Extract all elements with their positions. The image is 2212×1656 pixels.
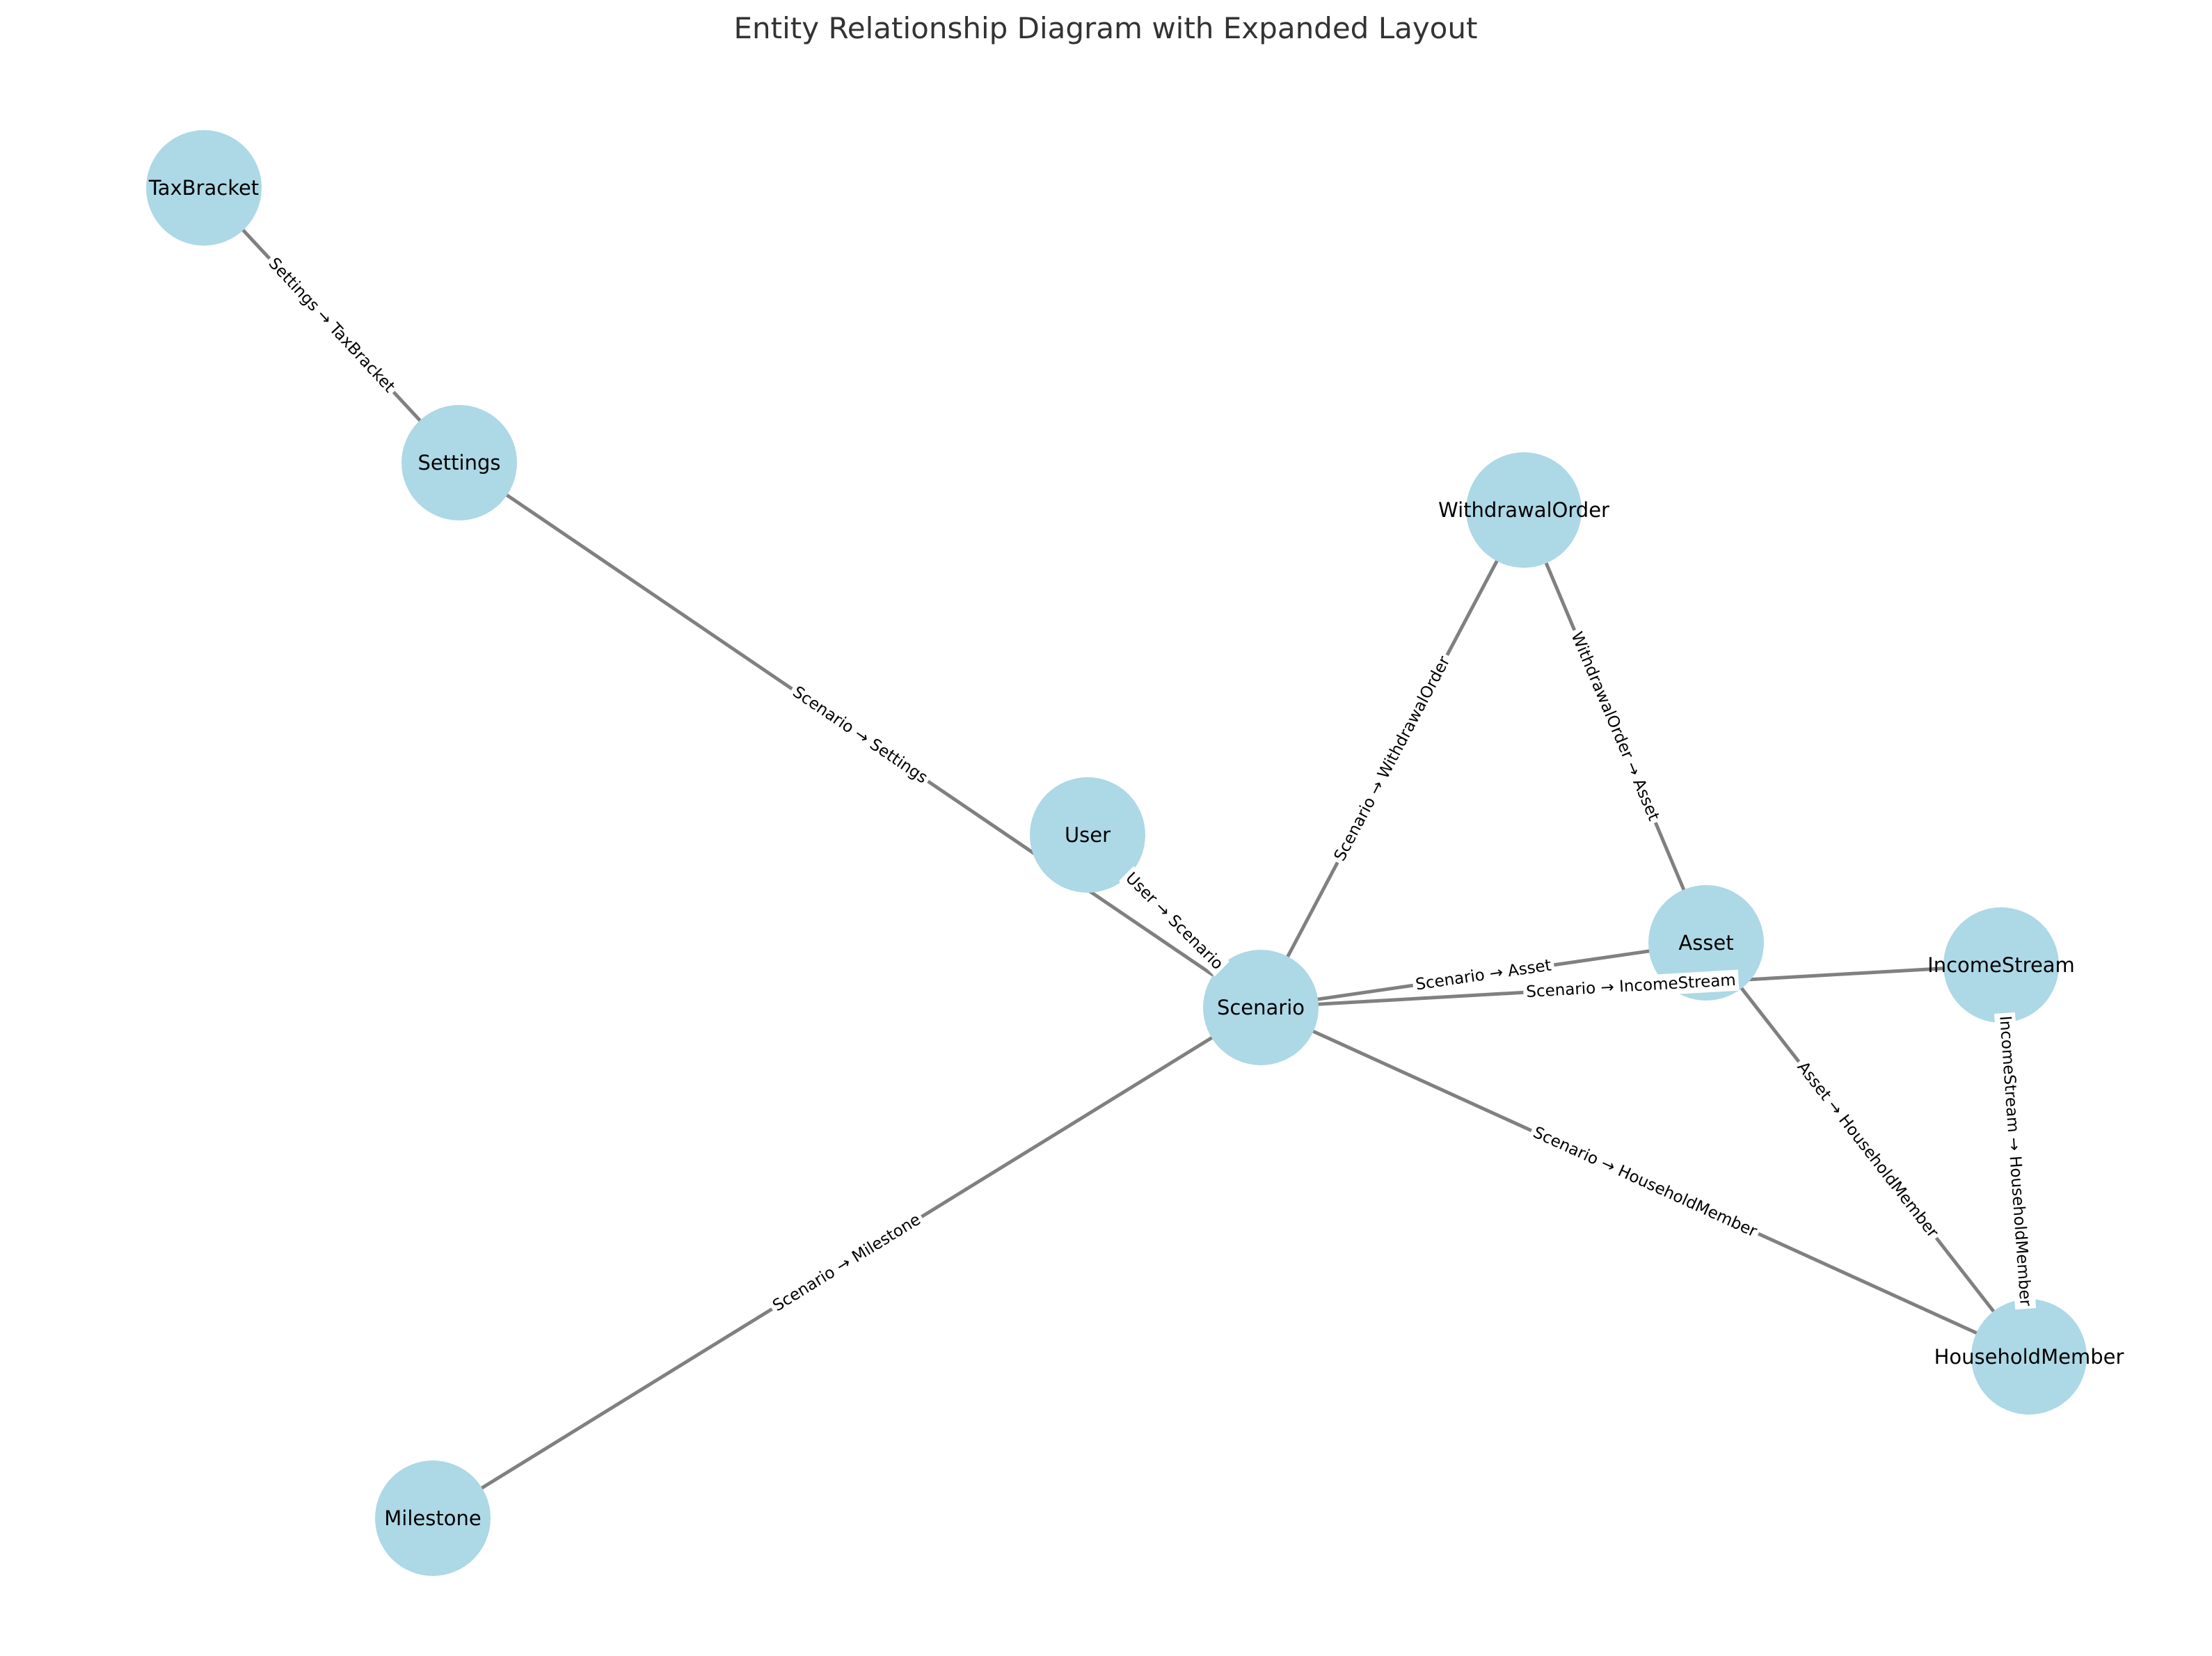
node-circle	[401, 405, 517, 520]
node-label: Asset	[1678, 931, 1733, 955]
node-label: Milestone	[384, 1506, 481, 1530]
node-tax-bracket: TaxBracket	[146, 130, 262, 246]
edge-label-background	[262, 251, 401, 399]
edge-label-text: WithdrawalOrder → Asset	[1567, 629, 1662, 823]
edge-label-text: Scenario → WithdrawalOrder	[1331, 653, 1454, 864]
node-circle	[1030, 777, 1145, 893]
edge-label-text: Scenario → HouseholdMember	[1530, 1124, 1760, 1241]
edge-label-text: Asset → HouseholdMember	[1793, 1058, 1941, 1241]
edge-label-scenario-to-settings: Scenario → Settings	[786, 680, 934, 790]
node-scenario: Scenario	[1203, 950, 1319, 1065]
node-circle	[146, 130, 262, 246]
edge-label-income-stream-to-household-member: IncomeStream → HouseholdMember	[1994, 1012, 2037, 1310]
node-household-member: HouseholdMember	[1934, 1299, 2124, 1415]
node-circle	[375, 1460, 491, 1576]
node-settings: Settings	[401, 405, 517, 520]
edge-label-scenario-to-milestone: Scenario → Milestone	[766, 1207, 928, 1319]
node-label: TaxBracket	[148, 176, 259, 200]
node-circle	[1466, 452, 1582, 568]
edge-label-background	[1994, 1012, 2037, 1310]
node-circle	[1971, 1299, 2087, 1415]
edge-label-settings-to-tax-bracket: Settings → TaxBracket	[262, 251, 401, 399]
edge-label-background	[1411, 954, 1556, 996]
diagram-title: Entity Relationship Diagram with Expande…	[734, 11, 1478, 45]
edge-label-background	[1527, 1121, 1763, 1243]
edge-label-background	[1119, 866, 1230, 977]
node-label: Scenario	[1217, 996, 1305, 1019]
edge-label-scenario-to-withdrawal-order: Scenario → WithdrawalOrder	[1328, 650, 1456, 868]
edge-label-background	[786, 680, 934, 790]
node-label: User	[1065, 823, 1111, 847]
edge-label-text: IncomeStream → HouseholdMember	[1996, 1015, 2035, 1307]
node-milestone: Milestone	[375, 1460, 491, 1576]
edge-label-asset-to-household-member: Asset → HouseholdMember	[1790, 1055, 1945, 1245]
edge-label-text: Scenario → Settings	[789, 683, 930, 788]
edge-label-scenario-to-household-member: Scenario → HouseholdMember	[1527, 1121, 1763, 1243]
node-withdrawal-order: WithdrawalOrder	[1438, 452, 1609, 568]
edge-label-text: Scenario → Milestone	[770, 1211, 924, 1315]
node-label: IncomeStream	[1927, 953, 2075, 977]
edge-label-text: Settings → TaxBracket	[265, 255, 399, 397]
node-label: HouseholdMember	[1934, 1345, 2124, 1369]
nodes-layer: TaxBracketSettingsWithdrawalOrderUserAss…	[146, 130, 2124, 1576]
edge-label-background	[766, 1207, 928, 1319]
node-label: Settings	[418, 451, 501, 475]
node-label: WithdrawalOrder	[1438, 498, 1609, 522]
edge-label-background	[1522, 969, 1740, 1003]
edge-label-withdrawal-order-to-asset: WithdrawalOrder → Asset	[1564, 626, 1666, 827]
node-user: User	[1030, 777, 1145, 893]
node-circle	[1943, 907, 2059, 1023]
edge-label-background	[1564, 626, 1666, 827]
edge-label-background	[1328, 650, 1456, 868]
edge-label-text: User → Scenario	[1122, 869, 1226, 973]
node-income-stream: IncomeStream	[1927, 907, 2075, 1023]
node-circle	[1203, 950, 1319, 1065]
edge-label-background	[1790, 1055, 1945, 1245]
